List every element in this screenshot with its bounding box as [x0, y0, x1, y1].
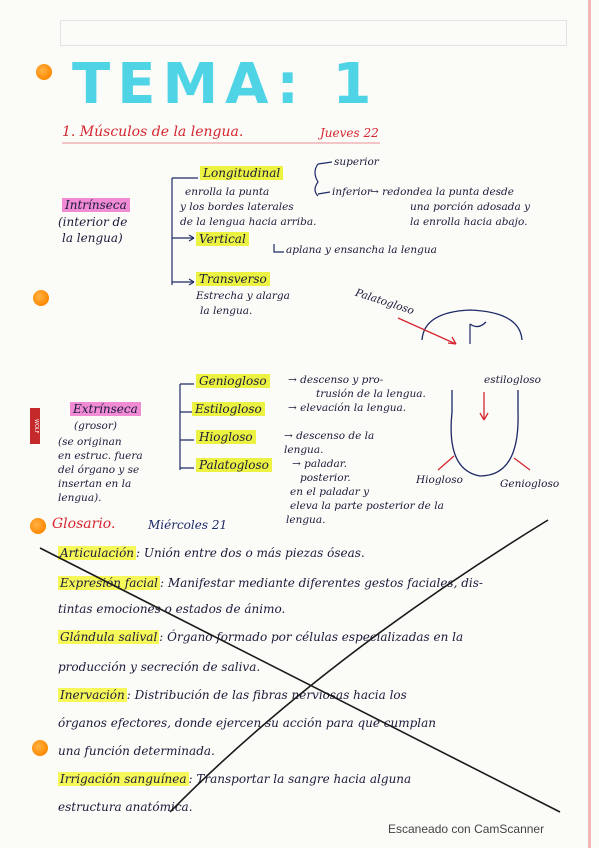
extrinseca-label: Extrínseca — [70, 402, 141, 416]
estilogloso-label: Estilogloso — [192, 402, 265, 416]
geniogloso-desc-2: trusión de la lengua. — [316, 388, 426, 400]
margin-line — [588, 0, 591, 848]
extrinseca-desc-2: (se originan — [58, 436, 122, 448]
header-box — [60, 20, 567, 46]
glosario-entry-glandula-2: producción y secreción de saliva. — [58, 660, 261, 674]
intrinseca-label: Intrínseca — [62, 198, 130, 212]
hiogloso-label: Hiogloso — [196, 430, 256, 444]
intrinseca-desc-2: la lengua) — [62, 231, 123, 245]
glosario-entry-articulacion: Articulación: Unión entre dos o más piez… — [58, 546, 365, 560]
section-date: Jueves 22 — [320, 126, 379, 140]
diagram-label-geniogloso: Geniogloso — [500, 478, 560, 490]
transverso-desc-2: la lengua. — [200, 305, 253, 317]
glosario-heading: Glosario. — [52, 516, 116, 532]
inferior-label: inferior — [332, 186, 372, 198]
glosario-date: Miércoles 21 — [148, 518, 228, 532]
glosario-entry-irrigacion-2: estructura anatómica. — [58, 800, 193, 814]
extrinseca-desc-3: en estruc. fuera — [58, 450, 143, 462]
glosario-entry-inervacion-2: órganos efectores, donde ejercen su acci… — [58, 716, 437, 730]
sticker-badge: WOLF — [30, 408, 40, 444]
superior-label: superior — [334, 156, 379, 168]
extrinseca-desc-6: lengua). — [58, 492, 102, 504]
transverso-label: Transverso — [196, 272, 270, 286]
hiogloso-desc-1: → descenso de la — [284, 430, 375, 442]
palatogloso-label: Palatogloso — [196, 458, 272, 472]
inferior-desc-2: una porción adosada y — [410, 201, 531, 213]
extrinseca-desc-4: del órgano y se — [58, 464, 140, 476]
longitudinal-desc-1: enrolla la punta — [185, 186, 270, 198]
transverso-desc-1: Estrecha y alarga — [196, 290, 290, 302]
geniogloso-label: Geniogloso — [196, 374, 270, 388]
longitudinal-desc-2: y los bordes laterales — [180, 201, 294, 213]
palatogloso-desc-4: eleva la parte posterior de la — [290, 500, 444, 512]
longitudinal-desc-3: de la lengua hacia arriba. — [180, 216, 317, 228]
intrinseca-desc-1: (interior de — [58, 215, 128, 229]
palatogloso-desc-1: → paladar. — [292, 458, 347, 470]
extrinseca-desc-1: (grosor) — [74, 420, 117, 432]
glosario-entry-glandula: Glándula salival: Órgano formado por cél… — [58, 630, 464, 644]
diagram-label-hiogloso: Hiogloso — [416, 474, 463, 486]
extrinseca-desc-5: insertan en la — [58, 478, 132, 490]
hiogloso-desc-2: lengua. — [284, 444, 324, 456]
palatogloso-desc-2: posterior. — [300, 472, 351, 484]
palatogloso-desc-3: en el paladar y — [290, 486, 370, 498]
vertical-desc: aplana y ensancha la lengua — [286, 244, 437, 256]
diagram-label-estilogloso: estilogloso — [484, 374, 541, 386]
glosario-entry-expresion-2: tintas emociones o estados de ánimo. — [58, 602, 286, 616]
vertical-label: Vertical — [196, 232, 249, 246]
glosario-entry-irrigacion: Irrigación sanguínea: Transportar la san… — [58, 772, 412, 786]
binder-hole-icon — [30, 518, 46, 534]
binder-hole-icon — [32, 740, 48, 756]
binder-hole-icon — [36, 64, 52, 80]
page-title: TEMA: 1 — [72, 52, 379, 117]
section-heading: 1. Músculos de la lengua. — [62, 124, 244, 140]
inferior-desc-3: la enrolla hacia abajo. — [410, 216, 528, 228]
longitudinal-label: Longitudinal — [200, 166, 284, 180]
inferior-desc-1: → redondea la punta desde — [370, 186, 514, 198]
footer-watermark: Escaneado con CamScanner — [388, 822, 545, 836]
geniogloso-desc-1: → descenso y pro- — [288, 374, 384, 386]
glosario-entry-inervacion-3: una función determinada. — [58, 744, 215, 758]
palatogloso-desc-5: lengua. — [286, 514, 326, 526]
binder-hole-icon — [33, 290, 49, 306]
estilogloso-desc: → elevación la lengua. — [288, 402, 407, 414]
